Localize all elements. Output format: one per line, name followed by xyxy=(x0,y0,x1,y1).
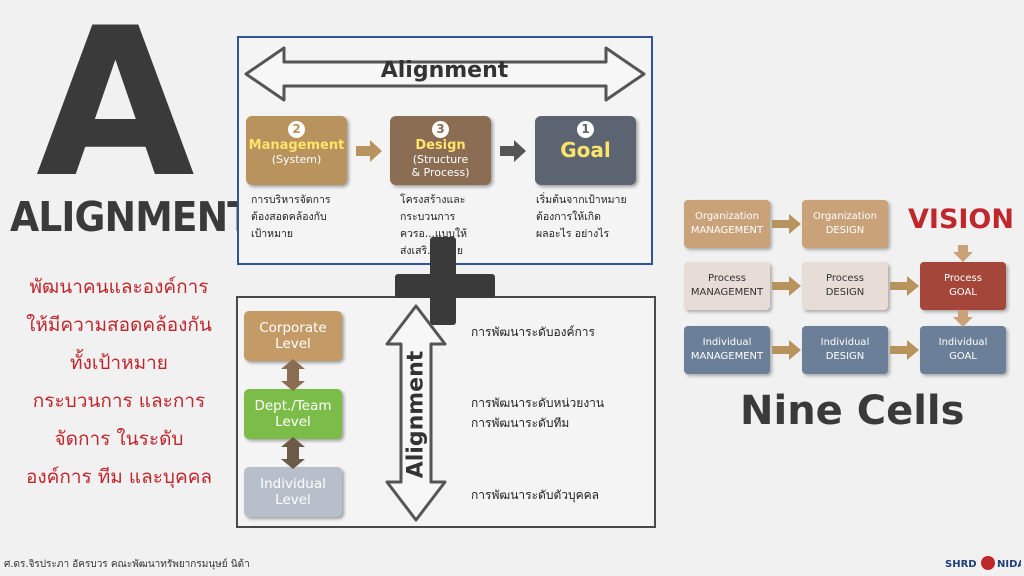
desc-line: ต้องสอดคล้องกับ xyxy=(251,211,327,223)
vision-label: VISION xyxy=(908,204,1014,235)
cell-line: DESIGN xyxy=(825,287,865,298)
step-subtitle: (System) xyxy=(271,153,322,166)
cell-process-design: Process DESIGN xyxy=(802,262,888,310)
vertical-arrow-label: Alignment xyxy=(403,350,429,479)
thai-description: พัฒนาคนและองค์การ ให้มีความสอดคล้องกัน ท… xyxy=(8,268,230,496)
step-title: Management xyxy=(248,138,345,153)
cell-line: Process xyxy=(826,273,864,284)
arrow-right-icon xyxy=(772,340,801,360)
desc-line: โครงสร้างและ xyxy=(400,194,466,206)
desc-line: ต้องการให้เกิด xyxy=(536,211,601,223)
arrow-right-icon xyxy=(500,140,526,162)
cell-line: Process xyxy=(944,273,982,284)
cell-organization-design: Organization DESIGN xyxy=(802,200,888,248)
top-arrow-label: Alignment xyxy=(380,58,509,83)
thai-line: ให้มีความสอดคล้องกัน xyxy=(26,314,212,336)
nine-cells-title: Nine Cells xyxy=(740,388,965,434)
step-subtitle: (Structure & Process) xyxy=(411,153,470,179)
cell-line: Individual xyxy=(702,337,752,348)
step-title: Design xyxy=(415,138,466,153)
cell-line: Organization xyxy=(813,211,877,222)
alignment-heading: ALIGNMENT xyxy=(10,193,253,241)
desc-line: ผลอะไร อย่างไร xyxy=(536,228,610,240)
shrd-nida-logo: SHRD NIDA xyxy=(943,553,1021,573)
footer-credit: ศ.ดร.จิรประภา อัครบวร คณะพัฒนาทรัพยากรมน… xyxy=(4,559,250,570)
thai-line: กระบวนการ และการ xyxy=(32,390,206,412)
cell-organization-management: Organization MANAGEMENT xyxy=(684,200,770,248)
thai-line: องค์การ ทีม และบุคคล xyxy=(25,466,213,488)
cell-line: Organization xyxy=(695,211,759,222)
svg-text:SHRD: SHRD xyxy=(945,559,977,570)
plus-icon xyxy=(430,237,456,325)
arrow-right-icon xyxy=(890,276,919,296)
level-description: การพัฒนาระดับองค์การ xyxy=(471,322,595,342)
arrow-right-icon xyxy=(356,140,382,162)
arrow-right-icon xyxy=(772,276,801,296)
double-arrow-vertical-icon xyxy=(385,304,447,522)
double-arrow-horizontal-icon xyxy=(244,46,646,102)
cell-line: Individual xyxy=(938,337,988,348)
level-card-individual: Individual Level xyxy=(244,467,342,517)
thai-line: ทั้งเป้าหมาย xyxy=(70,352,168,374)
arrow-down-icon xyxy=(953,310,973,327)
arrow-down-icon xyxy=(953,245,973,262)
cell-process-goal: Process GOAL xyxy=(920,262,1006,310)
connector-arrow-icon xyxy=(281,437,305,469)
desc-line: การพัฒนาระดับตัวบุคคล xyxy=(471,488,599,502)
step-number: 2 xyxy=(288,121,305,138)
step-description: การบริหารจัดการ ต้องสอดคล้องกับ เป้าหมาย xyxy=(251,192,331,243)
level-card-team: Dept./Team Level xyxy=(244,389,342,439)
thai-line: จัดการ ในระดับ xyxy=(54,428,184,450)
desc-line: เริ่มต้นจากเป้าหมาย xyxy=(536,194,627,206)
level-description: การพัฒนาระดับหน่วยงาน การพัฒนาระดับทีม xyxy=(471,393,604,433)
arrow-right-icon xyxy=(772,214,801,234)
cell-individual-design: Individual DESIGN xyxy=(802,326,888,374)
big-letter-a: A xyxy=(36,0,195,223)
desc-line: การพัฒนาระดับทีม xyxy=(471,416,570,430)
step-number: 3 xyxy=(432,121,449,138)
desc-line: การพัฒนาระดับองค์การ xyxy=(471,325,595,339)
cell-line: Process xyxy=(708,273,746,284)
cell-line: DESIGN xyxy=(825,225,865,236)
level-card-corporate: Corporate Level xyxy=(244,311,342,361)
desc-line: การบริหารจัดการ xyxy=(251,194,331,206)
step-number: 1 xyxy=(577,121,594,138)
thai-line: พัฒนาคนและองค์การ xyxy=(29,276,209,298)
step-card-goal: 1 Goal xyxy=(535,116,636,185)
step-description: เริ่มต้นจากเป้าหมาย ต้องการให้เกิด ผลอะไ… xyxy=(536,192,627,243)
cell-individual-goal: Individual GOAL xyxy=(920,326,1006,374)
desc-line: เป้าหมาย xyxy=(251,228,294,240)
cell-line: GOAL xyxy=(949,351,977,362)
cell-individual-management: Individual MANAGEMENT xyxy=(684,326,770,374)
step-card-design: 3 Design (Structure & Process) xyxy=(390,116,491,185)
desc-line: กระบวนการ xyxy=(400,211,456,223)
step-title: Goal xyxy=(560,138,611,162)
cell-line: MANAGEMENT xyxy=(690,351,764,362)
cell-line: Individual xyxy=(820,337,870,348)
cell-line: DESIGN xyxy=(825,351,865,362)
step-card-management: 2 Management (System) xyxy=(246,116,347,185)
cell-line: MANAGEMENT xyxy=(690,225,764,236)
svg-text:NIDA: NIDA xyxy=(997,559,1021,570)
arrow-right-icon xyxy=(890,340,919,360)
cell-process-management: Process MANAGEMENT xyxy=(684,262,770,310)
desc-line: การพัฒนาระดับหน่วยงาน xyxy=(471,396,605,410)
cell-line: MANAGEMENT xyxy=(690,287,764,298)
level-description: การพัฒนาระดับตัวบุคคล xyxy=(471,485,599,505)
cell-line: GOAL xyxy=(949,287,977,298)
connector-arrow-icon xyxy=(281,359,305,391)
